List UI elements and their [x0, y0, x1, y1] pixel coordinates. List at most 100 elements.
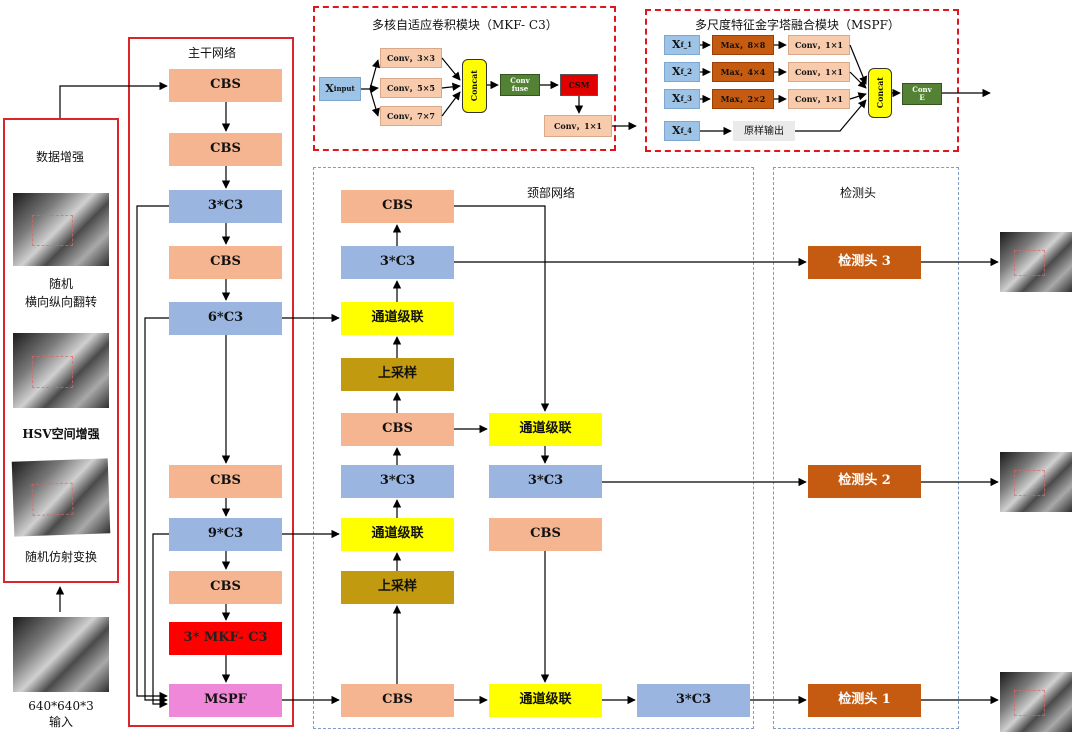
neck-cbs-mid: CBS	[341, 413, 454, 446]
mspf-max-4x4: Max，4×4	[712, 62, 774, 82]
mkf-arrow-c3	[441, 91, 461, 117]
mkf-arrow-in-3	[369, 88, 380, 117]
backbone-3c3: 3*C3	[169, 190, 282, 223]
mspf-input-f1-sub: f_1	[680, 40, 692, 50]
output-image-3	[1000, 232, 1072, 292]
backbone-cbs-5: CBS	[169, 571, 282, 604]
neck-3c3-mid: 3*C3	[341, 465, 454, 498]
augment-affine-label: 随机仿射变换	[24, 550, 97, 564]
mspf-conv-e-line2: E	[919, 93, 925, 102]
augment-flip-line2: 横向纵向翻转	[24, 295, 97, 309]
mspf-conv-3: Conv，1×1	[788, 89, 850, 109]
backbone-9c3: 9*C3	[169, 518, 282, 551]
mkf-concat: Concat	[462, 59, 487, 113]
mspf-max-2x2: Max，2×2	[712, 89, 774, 109]
mkf-arrow-in-2	[369, 84, 379, 94]
mkf-conv-7x7: Conv，7×7	[380, 106, 442, 126]
augmentation-frame	[3, 118, 119, 583]
mspf-arrow-c4	[795, 99, 867, 132]
backbone-title: 主干网络	[188, 46, 237, 60]
mspf-arrow-c3	[849, 92, 867, 101]
backbone-frame	[128, 37, 294, 727]
input-image	[13, 617, 109, 692]
augment-hsv-label: HSV空间增强	[22, 427, 100, 441]
mspf-frame	[645, 9, 959, 152]
skip-6c3	[144, 317, 169, 705]
mspf-identity: 原样输出	[733, 121, 795, 141]
augment-flip-label: 随机 横向纵向翻转	[3, 275, 119, 311]
mkf-arrow-c1	[441, 57, 461, 81]
mkf-input-base: X	[325, 81, 334, 95]
backbone-cbs-2: CBS	[169, 133, 282, 166]
detect-head-2: 检测头 2	[808, 465, 921, 498]
skip-3c3	[136, 205, 169, 701]
mspf-input-f4-base: X	[672, 123, 681, 137]
mspf-input-f2-sub: f_2	[680, 67, 692, 77]
output-image-1	[1000, 672, 1072, 732]
backbone-cbs-1: CBS	[169, 69, 282, 102]
mspf-input-f2-base: X	[672, 64, 681, 78]
output-image-2	[1000, 452, 1072, 512]
augment-flip-line1: 随机	[48, 277, 73, 291]
neck-concat-4: 通道级联	[489, 684, 602, 717]
detect-head-1: 检测头 1	[808, 684, 921, 717]
mkf-arrow-c2	[441, 82, 461, 92]
backbone-cbs-4: CBS	[169, 465, 282, 498]
neck-upsample-1: 上采样	[341, 358, 454, 391]
mspf-conv-1: Conv，1×1	[788, 35, 850, 55]
mkf-conv-3x3: Conv，3×3	[380, 48, 442, 68]
mkf-csm: CSM	[560, 74, 598, 96]
neck-3c3-col3: 3*C3	[637, 684, 750, 717]
mspf-max-8x8: Max，8×8	[712, 35, 774, 55]
input-size: 640*640*3	[28, 699, 94, 713]
skip-9c3	[152, 533, 169, 709]
mkf-conv-5x5: Conv，5×5	[380, 78, 442, 98]
mkf-arrow-in-1	[361, 59, 381, 90]
mspf-title: 多尺度特征金字塔融合模块（MSPF）	[695, 18, 900, 32]
mspf-input-f3-sub: f_3	[680, 94, 692, 104]
neck-cbs-col2: CBS	[489, 518, 602, 551]
augmentation-title: 数据增强	[36, 150, 85, 164]
mspf-input-f1-base: X	[672, 37, 681, 51]
mkf-title: 多核自适应卷积模块（MKF- C3）	[372, 18, 558, 32]
backbone-mspf: MSPF	[169, 684, 282, 717]
neck-upsample-2: 上采样	[341, 571, 454, 604]
mspf-input-f3-base: X	[672, 91, 681, 105]
mspf-arrow-c2	[849, 71, 867, 89]
neck-title: 颈部网络	[527, 186, 576, 200]
mkf-out-conv: Conv，1×1	[544, 115, 612, 137]
backbone-mkf-c3: 3* MKF- C3	[169, 622, 282, 655]
neck-3c3-col2: 3*C3	[489, 465, 602, 498]
mspf-conv-2: Conv，1×1	[788, 62, 850, 82]
augment-flip-image	[13, 193, 109, 266]
arrow-cbs-top-to-concat3	[454, 205, 550, 412]
augment-hsv-image	[13, 333, 109, 408]
mspf-conv-e-line1: Conv	[912, 85, 932, 95]
mkf-fuse-line2: fuse	[511, 84, 529, 93]
mkf-fuse-line1: Conv	[510, 76, 530, 86]
backbone-6c3: 6*C3	[169, 302, 282, 335]
mspf-arrow-c1	[849, 44, 868, 85]
mkf-input-sub: input	[333, 84, 355, 94]
mspf-input-f4-sub: f_4	[680, 126, 692, 136]
backbone-cbs-3: CBS	[169, 246, 282, 279]
mspf-concat: Concat	[868, 68, 892, 118]
neck-cbs-top: CBS	[341, 190, 454, 223]
neck-3c3-top: 3*C3	[341, 246, 454, 279]
detect-head-3: 检测头 3	[808, 246, 921, 279]
neck-concat-2: 通道级联	[341, 518, 454, 551]
head-title: 检测头	[840, 186, 877, 200]
neck-concat-1: 通道级联	[341, 302, 454, 335]
neck-concat-3: 通道级联	[489, 413, 602, 446]
neck-cbs-bottom: CBS	[341, 684, 454, 717]
arrow-augment-to-backbone	[59, 81, 168, 118]
neck-frame	[313, 167, 754, 729]
